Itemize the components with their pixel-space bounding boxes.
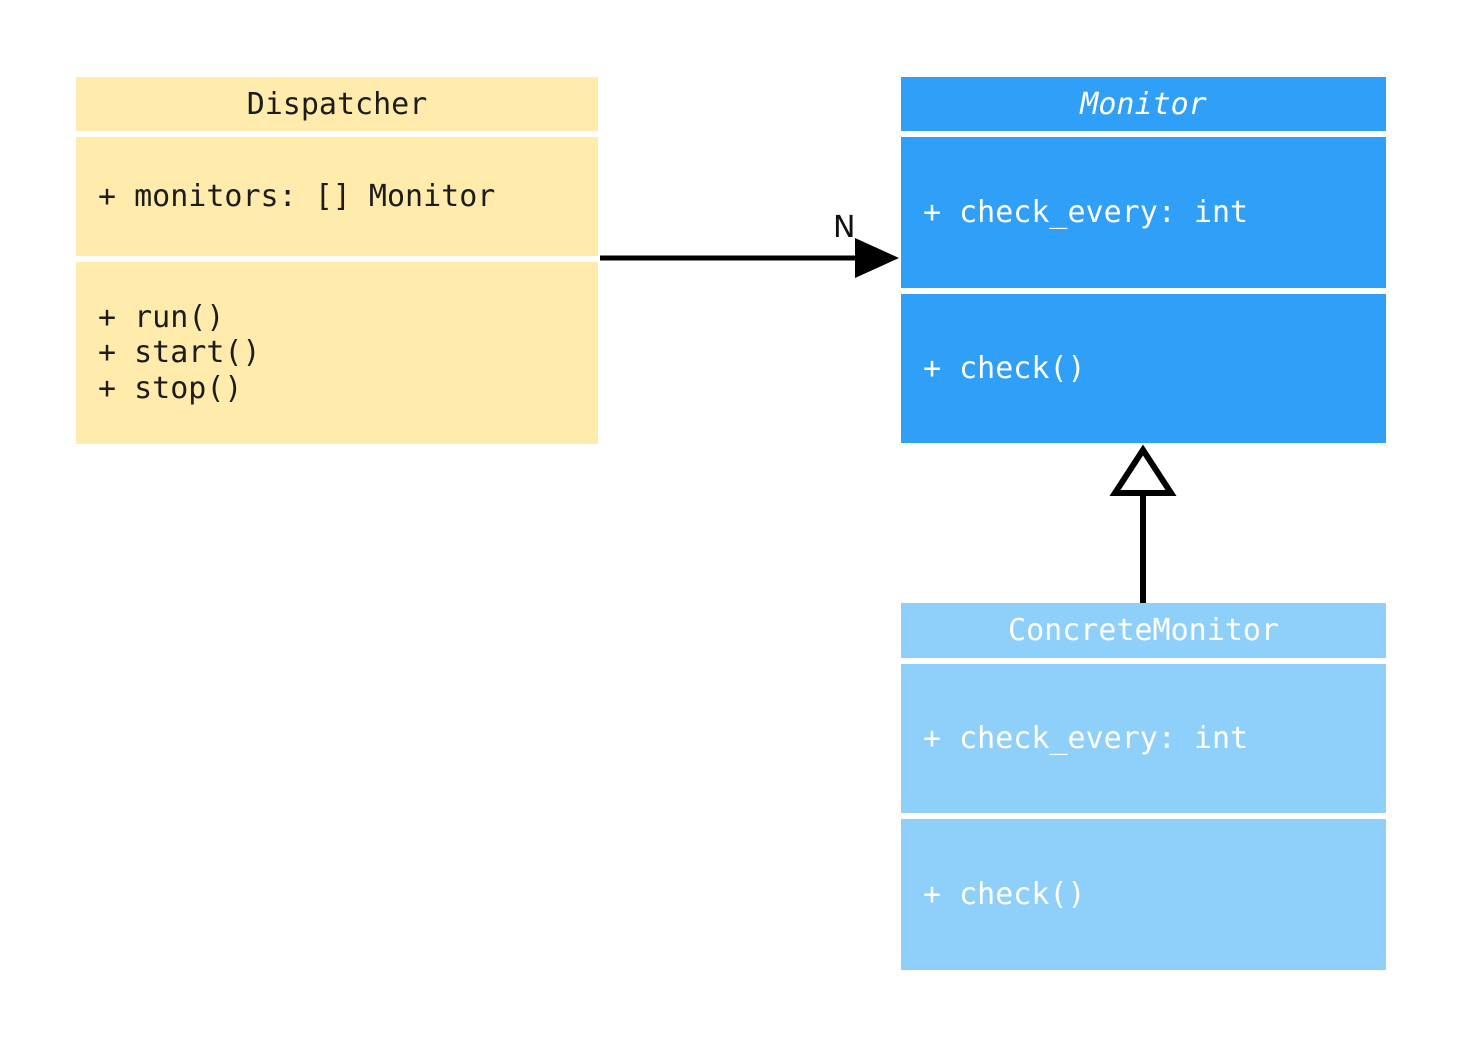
operation-row: + check() <box>923 350 1086 386</box>
operation-row: + stop() <box>98 370 243 406</box>
compartment-separator <box>76 256 598 262</box>
generalization-arrow-concretemonitor-monitor <box>1109 444 1177 603</box>
association-multiplicity-label: N <box>833 210 856 245</box>
class-operations-dispatcher: + run() + start() + stop() <box>76 262 598 444</box>
attribute-row: + check_every: int <box>923 720 1249 756</box>
class-title-concrete-monitor: ConcreteMonitor <box>901 603 1386 658</box>
class-box-monitor[interactable]: Monitor + check_every: int + check() <box>901 77 1386 443</box>
filled-arrowhead-icon <box>855 238 899 278</box>
compartment-separator <box>901 288 1386 294</box>
operation-row: + run() <box>98 299 225 335</box>
class-attributes-dispatcher: + monitors: [] Monitor <box>76 137 598 256</box>
operation-row: + check() <box>923 876 1086 912</box>
compartment-separator <box>901 131 1386 137</box>
compartment-separator <box>901 813 1386 819</box>
class-attributes-concrete-monitor: + check_every: int <box>901 664 1386 813</box>
class-title-monitor: Monitor <box>901 77 1386 131</box>
compartment-separator <box>76 131 598 137</box>
attribute-row: + monitors: [] Monitor <box>98 178 496 214</box>
class-box-dispatcher[interactable]: Dispatcher + monitors: [] Monitor + run(… <box>76 77 598 444</box>
compartment-separator <box>901 658 1386 664</box>
class-operations-monitor: + check() <box>901 294 1386 443</box>
class-box-concrete-monitor[interactable]: ConcreteMonitor + check_every: int + che… <box>901 603 1386 970</box>
class-title-dispatcher: Dispatcher <box>76 77 598 131</box>
class-operations-concrete-monitor: + check() <box>901 819 1386 970</box>
hollow-triangle-arrowhead-icon <box>1109 444 1177 496</box>
operation-row: + start() <box>98 335 261 371</box>
attribute-row: + check_every: int <box>923 194 1249 230</box>
class-attributes-monitor: + check_every: int <box>901 137 1386 288</box>
